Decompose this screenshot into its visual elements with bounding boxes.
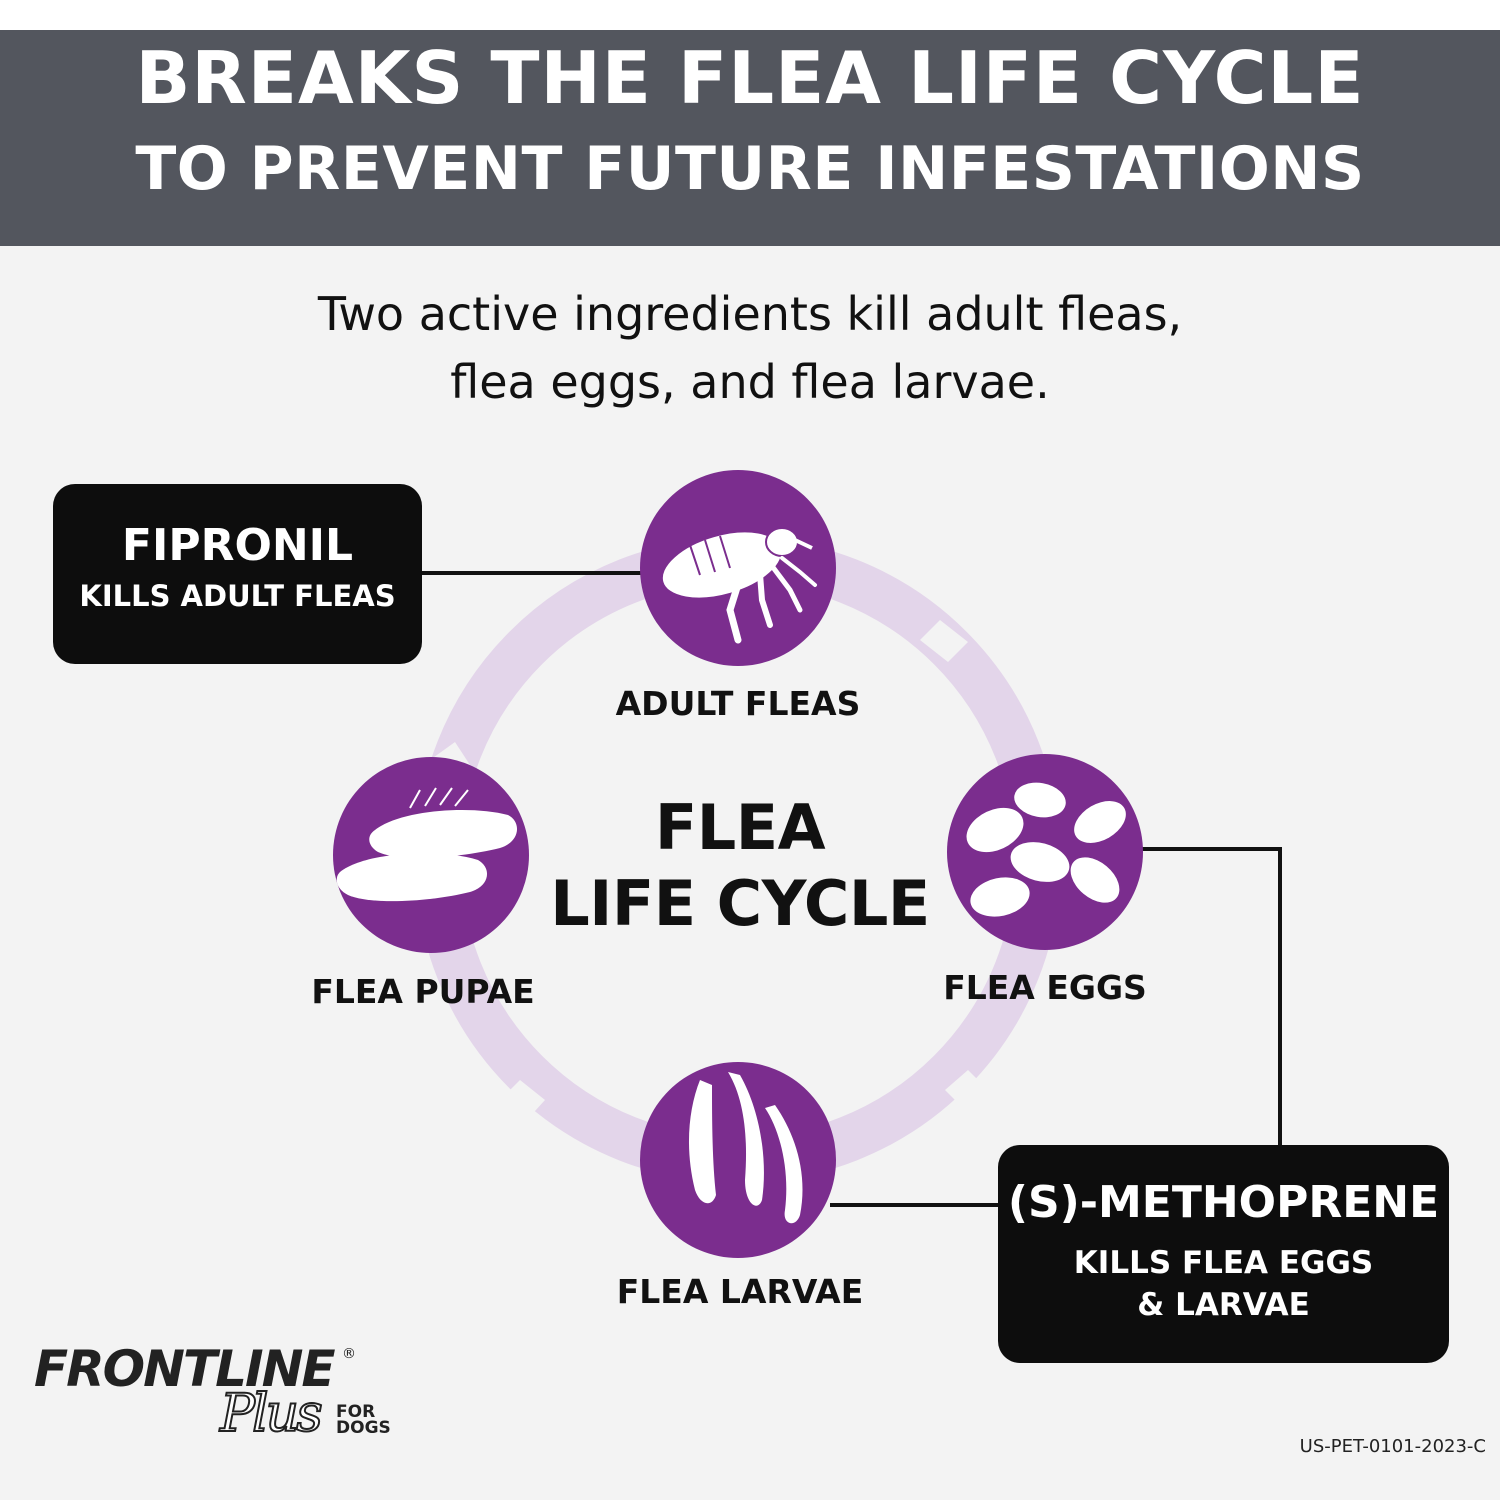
brand-name: FRONTLINE — [34, 1340, 336, 1398]
description-line-2: flea eggs, and flea larvae. — [450, 355, 1050, 409]
cycle-title: FLEA LIFE CYCLE — [540, 790, 940, 942]
stage-label-adult-fleas: ADULT FLEAS — [615, 684, 861, 723]
banner-headline: BREAKS THE FLEA LIFE CYCLE — [135, 36, 1365, 120]
pupae-icon — [336, 787, 518, 902]
header-banner: BREAKS THE FLEA LIFE CYCLE TO PREVENT FU… — [0, 30, 1500, 246]
top-strip — [0, 0, 1500, 30]
fipronil-callout: FIPRONIL KILLS ADULT FLEAS — [53, 484, 422, 664]
ingredients-description: Two active ingredients kill adult fleas,… — [200, 280, 1300, 416]
stage-label-flea-pupae: FLEA PUPAE — [311, 972, 535, 1011]
eggs-connector — [1140, 847, 1282, 1147]
brand-dogs: DOGS — [336, 1418, 391, 1438]
frontline-plus-logo: FRONTLINE ® Plus FOR DOGS — [34, 1340, 454, 1450]
brand-registered-mark: ® — [342, 1346, 356, 1362]
brand-for-dogs: FOR DOGS — [336, 1402, 391, 1438]
legal-code: US-PET-0101-2023-C — [1299, 1436, 1486, 1457]
larvae-icon — [688, 1072, 803, 1224]
stage-label-flea-larvae: FLEA LARVAE — [616, 1272, 864, 1311]
brand-plus: Plus — [219, 1383, 324, 1445]
stage-label-flea-eggs: FLEA EGGS — [943, 968, 1147, 1007]
methoprene-callout: (S)-METHOPRENE KILLS FLEA EGGS & LARVAE — [998, 1145, 1449, 1363]
banner-subheadline: TO PREVENT FUTURE INFESTATIONS — [135, 134, 1365, 204]
fipronil-subtitle: KILLS ADULT FLEAS — [79, 579, 396, 613]
fipronil-title: FIPRONIL — [121, 520, 354, 571]
cycle-title-line-2: LIFE CYCLE — [550, 867, 930, 940]
brand-for: FOR — [336, 1402, 376, 1422]
methoprene-subtitle-line-1: KILLS FLEA EGGS — [1073, 1245, 1374, 1281]
methoprene-subtitle-line-2: & LARVAE — [1137, 1287, 1310, 1323]
connector-lines — [422, 571, 1282, 1207]
cycle-title-line-1: FLEA — [654, 791, 826, 864]
methoprene-title: (S)-METHOPRENE — [1007, 1177, 1440, 1228]
eggs-icon — [966, 782, 1126, 917]
flea-icon — [660, 527, 817, 644]
description-line-1: Two active ingredients kill adult fleas, — [317, 287, 1183, 341]
